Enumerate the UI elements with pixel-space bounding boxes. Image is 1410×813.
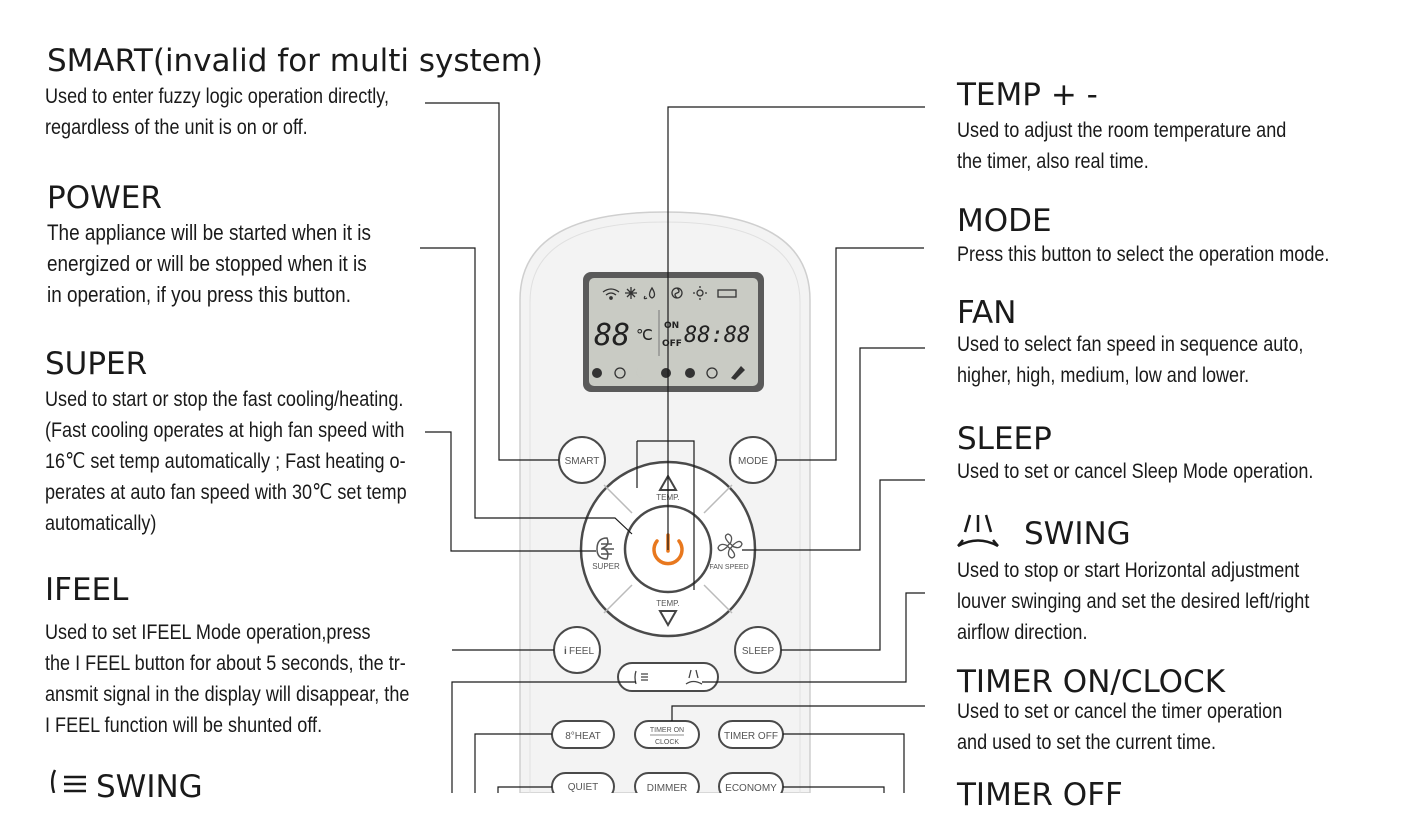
power-description: The appliance will be started when it is… xyxy=(47,220,371,307)
fan-description: Used to select fan speed in sequence aut… xyxy=(957,333,1304,387)
timer-on-title: TIMER ON/CLOCK xyxy=(957,664,1226,700)
svg-text:QUIET: QUIET xyxy=(568,782,599,793)
lcd-off: OFF xyxy=(662,339,682,349)
quiet-button[interactable]: QUIET xyxy=(551,772,615,793)
horizontal-swing-title: SWING xyxy=(1024,516,1131,552)
smart-title: SMART(invalid for multi system) xyxy=(47,43,544,79)
timer-on-clock-button[interactable]: TIMER ON CLOCK xyxy=(634,720,700,749)
power-icon xyxy=(652,539,684,566)
svg-text:SMART: SMART xyxy=(565,456,600,467)
lcd-on: ON xyxy=(664,321,679,331)
heat8-button[interactable]: 8°HEAT xyxy=(551,720,615,749)
economy-button[interactable]: ECONOMY xyxy=(718,772,784,793)
leader-lines xyxy=(420,102,925,793)
super-button[interactable]: SUPER xyxy=(592,537,620,571)
svg-text:i: i xyxy=(564,646,567,657)
sleep-title: SLEEP xyxy=(957,421,1052,457)
svg-text:FAN SPEED: FAN SPEED xyxy=(709,564,748,571)
svg-text:FEEL: FEEL xyxy=(569,646,594,657)
svg-text:MODE: MODE xyxy=(738,456,768,467)
super-icon xyxy=(596,537,614,560)
smart-description: Used to enter fuzzy logic operation dire… xyxy=(45,85,389,139)
mode-description: Press this button to select the operatio… xyxy=(957,243,1330,266)
svg-text:CLOCK: CLOCK xyxy=(655,739,679,746)
lcd-unit: ℃ xyxy=(636,326,653,344)
svg-text:SLEEP: SLEEP xyxy=(742,646,775,657)
lcd-temperature: 88 xyxy=(594,318,630,353)
lcd-clock: 88:88 xyxy=(684,323,750,348)
horizontal-swing-description: Used to stop or start Horizontal adjustm… xyxy=(957,559,1310,644)
smart-button[interactable]: SMART xyxy=(558,436,606,484)
sleep-button[interactable]: SLEEP xyxy=(734,626,782,674)
ifeel-title: IFEEL xyxy=(45,572,129,608)
mode-button[interactable]: MODE xyxy=(729,436,777,484)
svg-text:SUPER: SUPER xyxy=(592,562,620,571)
remote-diagram: 88 ℃ ON OFF 88:88 SMART MODE TEMP. TEMP. xyxy=(51,102,999,793)
svg-text:ECONOMY: ECONOMY xyxy=(725,783,777,793)
svg-text:TEMP.: TEMP. xyxy=(656,599,679,608)
timer-on-description: Used to set or cancel the timer operatio… xyxy=(957,700,1283,754)
vertical-swing-heading-icon xyxy=(51,769,86,793)
vertical-swing-icon xyxy=(634,670,648,685)
lcd-bottom-icons xyxy=(592,366,745,380)
lcd-top-icons xyxy=(602,286,737,300)
lcd-display: 88 ℃ ON OFF 88:88 xyxy=(583,272,764,392)
horizontal-swing-heading-icon xyxy=(957,514,999,548)
svg-text:TIMER ON: TIMER ON xyxy=(650,727,684,734)
super-title: SUPER xyxy=(45,346,148,382)
temp-title: TEMP + - xyxy=(957,77,1098,113)
ifeel-button[interactable]: i FEEL xyxy=(553,626,601,674)
fan-title: FAN xyxy=(957,295,1017,331)
super-description: Used to start or stop the fast cooling/h… xyxy=(45,388,407,535)
swing-button[interactable] xyxy=(617,662,719,692)
fan-icon xyxy=(717,533,743,559)
timer-off-button[interactable]: TIMER OFF xyxy=(718,720,784,749)
temp-down-button[interactable]: TEMP. xyxy=(656,599,680,628)
horizontal-swing-icon xyxy=(685,669,703,685)
power-title: POWER xyxy=(47,180,162,216)
sleep-description: Used to set or cancel Sleep Mode operati… xyxy=(957,460,1314,483)
svg-text:8°HEAT: 8°HEAT xyxy=(565,731,601,742)
fan-speed-button[interactable]: FAN SPEED xyxy=(709,533,749,571)
svg-text:TIMER OFF: TIMER OFF xyxy=(724,731,778,742)
dimmer-button[interactable]: DIMMER xyxy=(634,772,700,793)
mode-title: MODE xyxy=(957,203,1052,239)
svg-text:DIMMER: DIMMER xyxy=(647,783,688,793)
